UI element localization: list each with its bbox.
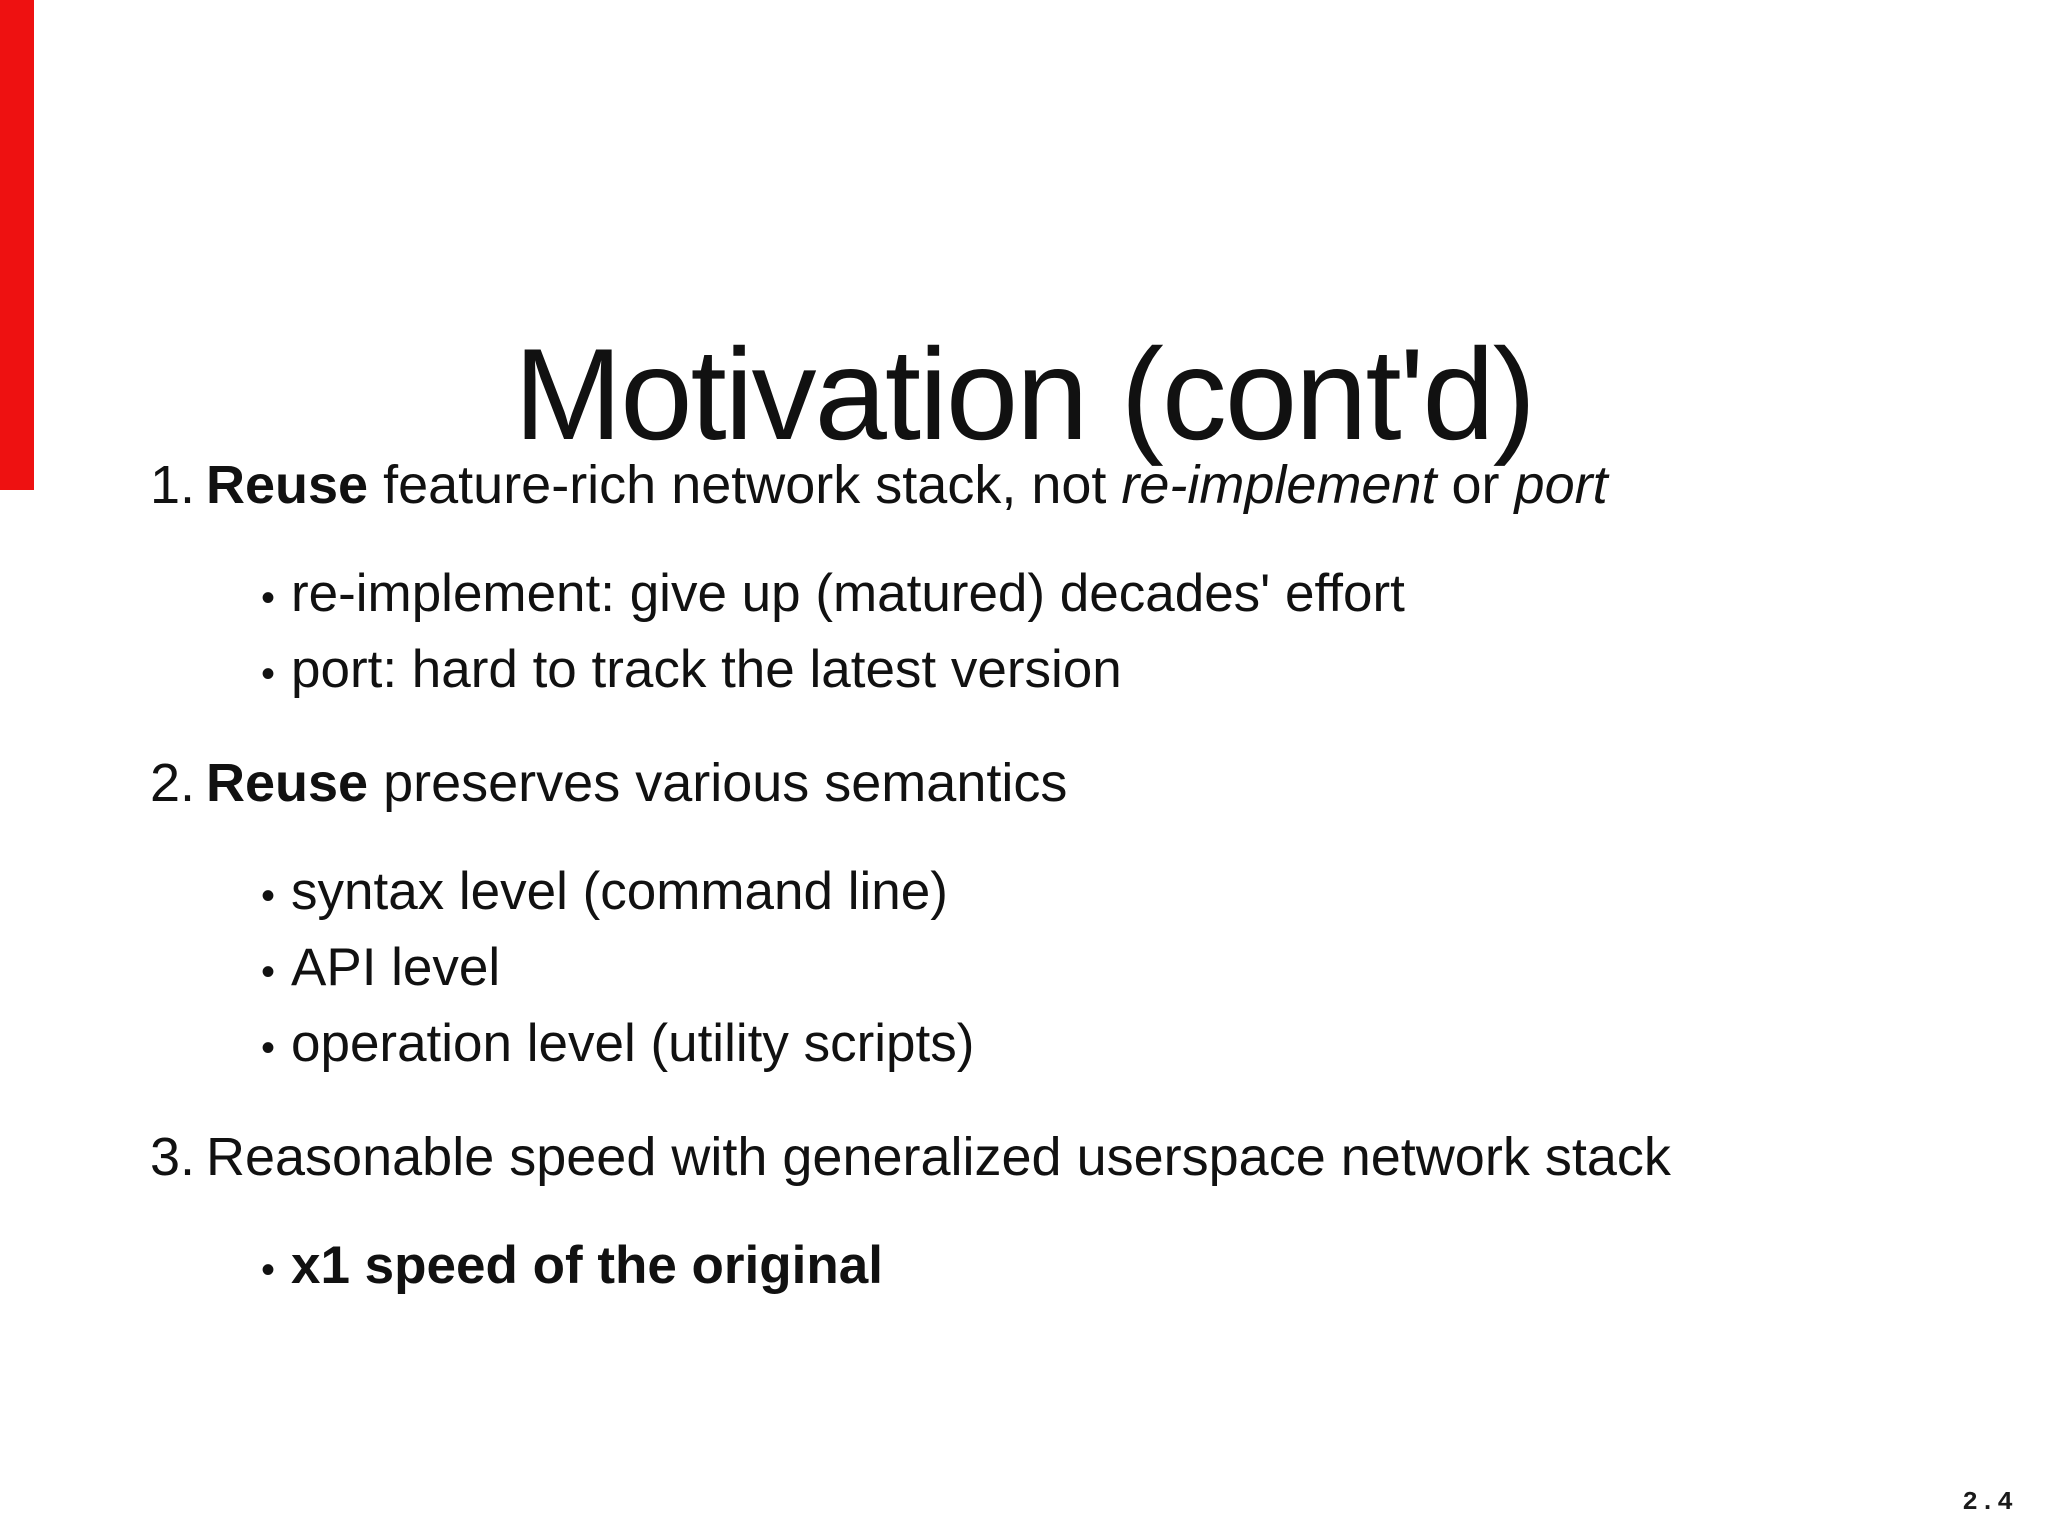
item-number: 3. [150, 1127, 196, 1187]
item-text-segment: or [1436, 455, 1515, 515]
numbered-item-3: 3.Reasonable speed with generalized user… [150, 1124, 1948, 1190]
bullet-dot-icon: • [260, 652, 275, 696]
item-number: 1. [150, 455, 196, 515]
bullet-dot-icon: • [260, 1026, 275, 1070]
bullet-dot-icon: • [260, 576, 275, 620]
sub-bullet: • API level [245, 932, 1948, 1008]
item-text-segment: preserves various semantics [368, 753, 1068, 813]
sub-bullet-list: • x1 speed of the original [245, 1230, 1948, 1306]
sub-bullet-text: operation level (utility scripts) [291, 1014, 975, 1073]
bullet-dot-icon: • [260, 874, 275, 918]
sub-bullet-text: syntax level (command line) [291, 862, 948, 921]
item-text: Reuse feature-rich network stack, not re… [206, 452, 1608, 518]
item-number: 2. [150, 753, 196, 813]
accent-bar [0, 0, 34, 490]
sub-bullet-text: API level [291, 938, 501, 997]
slide-content: 1.Reuse feature-rich network stack, not … [150, 452, 1948, 1306]
item-text-segment: Reuse [206, 753, 369, 813]
numbered-item-1: 1.Reuse feature-rich network stack, not … [150, 452, 1948, 518]
sub-bullet: • operation level (utility scripts) [245, 1008, 1948, 1084]
item-text-segment: feature-rich network stack, not [368, 455, 1122, 515]
item-text-segment: port [1514, 455, 1608, 515]
numbered-item-2: 2.Reuse preserves various semantics [150, 750, 1948, 816]
item-text: Reasonable speed with generalized usersp… [206, 1124, 1671, 1190]
slide-title: Motivation (cont'd) [513, 321, 1536, 468]
sub-bullet-list: • re-implement: give up (matured) decades… [245, 558, 1948, 710]
bullet-dot-icon: • [260, 1248, 275, 1292]
sub-bullet: • x1 speed of the original [245, 1230, 1948, 1306]
sub-bullet-text: port: hard to track the latest version [291, 640, 1122, 699]
sub-bullet: • syntax level (command line) [245, 856, 1948, 932]
item-text-segment: Reuse [206, 455, 369, 515]
sub-bullet-text: re-implement: give up (matured) decades'… [291, 564, 1405, 623]
sub-bullet: • port: hard to track the latest version [245, 634, 1948, 710]
sub-bullet: • re-implement: give up (matured) decades… [245, 558, 1948, 634]
sub-bullet-text: x1 speed of the original [291, 1236, 883, 1295]
slide-page-number: 2.4 [1962, 1487, 2015, 1517]
item-text-segment: Reasonable speed with generalized usersp… [206, 1127, 1671, 1187]
sub-bullet-list: • syntax level (command line) • API level • o… [245, 856, 1948, 1084]
item-text: Reuse preserves various semantics [206, 750, 1067, 816]
item-text-segment: re-implement [1121, 455, 1437, 515]
bullet-dot-icon: • [260, 950, 275, 994]
